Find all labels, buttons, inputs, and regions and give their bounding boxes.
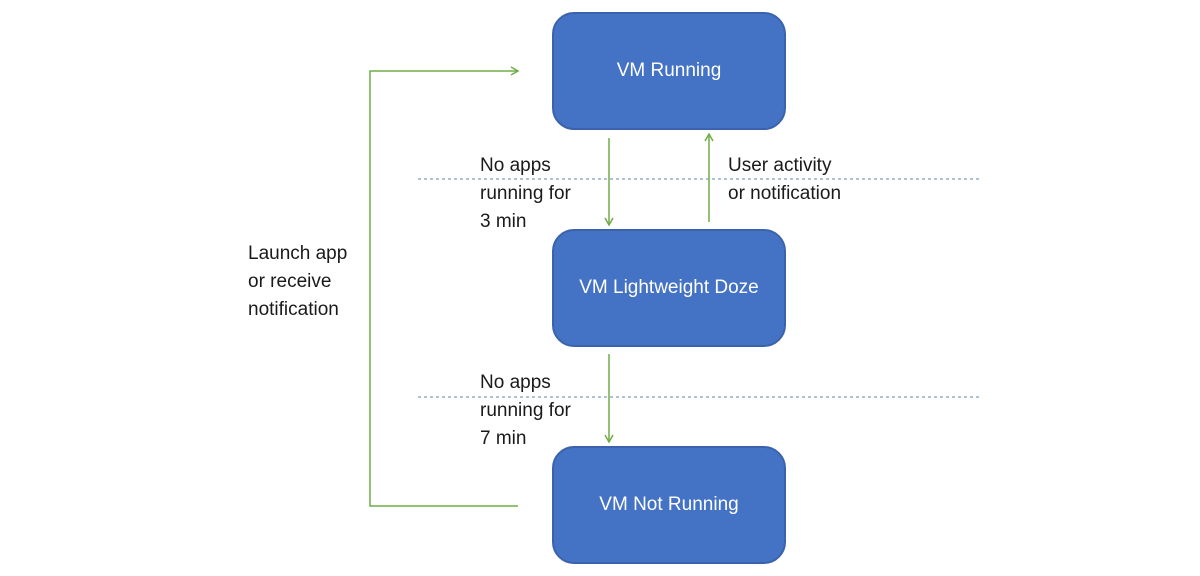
transition-label-doze-to-running: User activity or notification [728, 152, 841, 208]
state-vm-lightweight-doze-label: VM Lightweight Doze [579, 277, 759, 298]
state-vm-running-label: VM Running [616, 60, 722, 81]
transition-label-line: No apps [480, 155, 551, 176]
state-vm-not-running: VM Not Running [552, 446, 786, 564]
arrow-not-running-to-running [369, 66, 520, 507]
transition-label-line: or notification [728, 183, 842, 204]
transition-label-line: No apps [480, 372, 551, 393]
state-vm-running: VM Running [552, 12, 786, 130]
state-vm-not-running-label: VM Not Running [599, 494, 739, 515]
transition-label-line: or receive [248, 271, 332, 292]
transition-label-not-running-to-running: Launch app or receive notification [248, 240, 347, 324]
state-vm-lightweight-doze: VM Lightweight Doze [552, 229, 786, 347]
transition-label-line: 3 min [480, 211, 527, 232]
transition-label-line: Launch app [248, 243, 348, 264]
transition-label-line: 7 min [480, 428, 527, 449]
transition-label-line: notification [248, 299, 339, 320]
transition-label-doze-to-not-running: No apps running for 7 min [480, 369, 571, 453]
transition-label-running-to-doze: No apps running for 3 min [480, 152, 571, 236]
transition-label-line: User activity [728, 155, 832, 176]
transition-label-line: running for [480, 183, 571, 204]
transition-label-line: running for [480, 400, 571, 421]
